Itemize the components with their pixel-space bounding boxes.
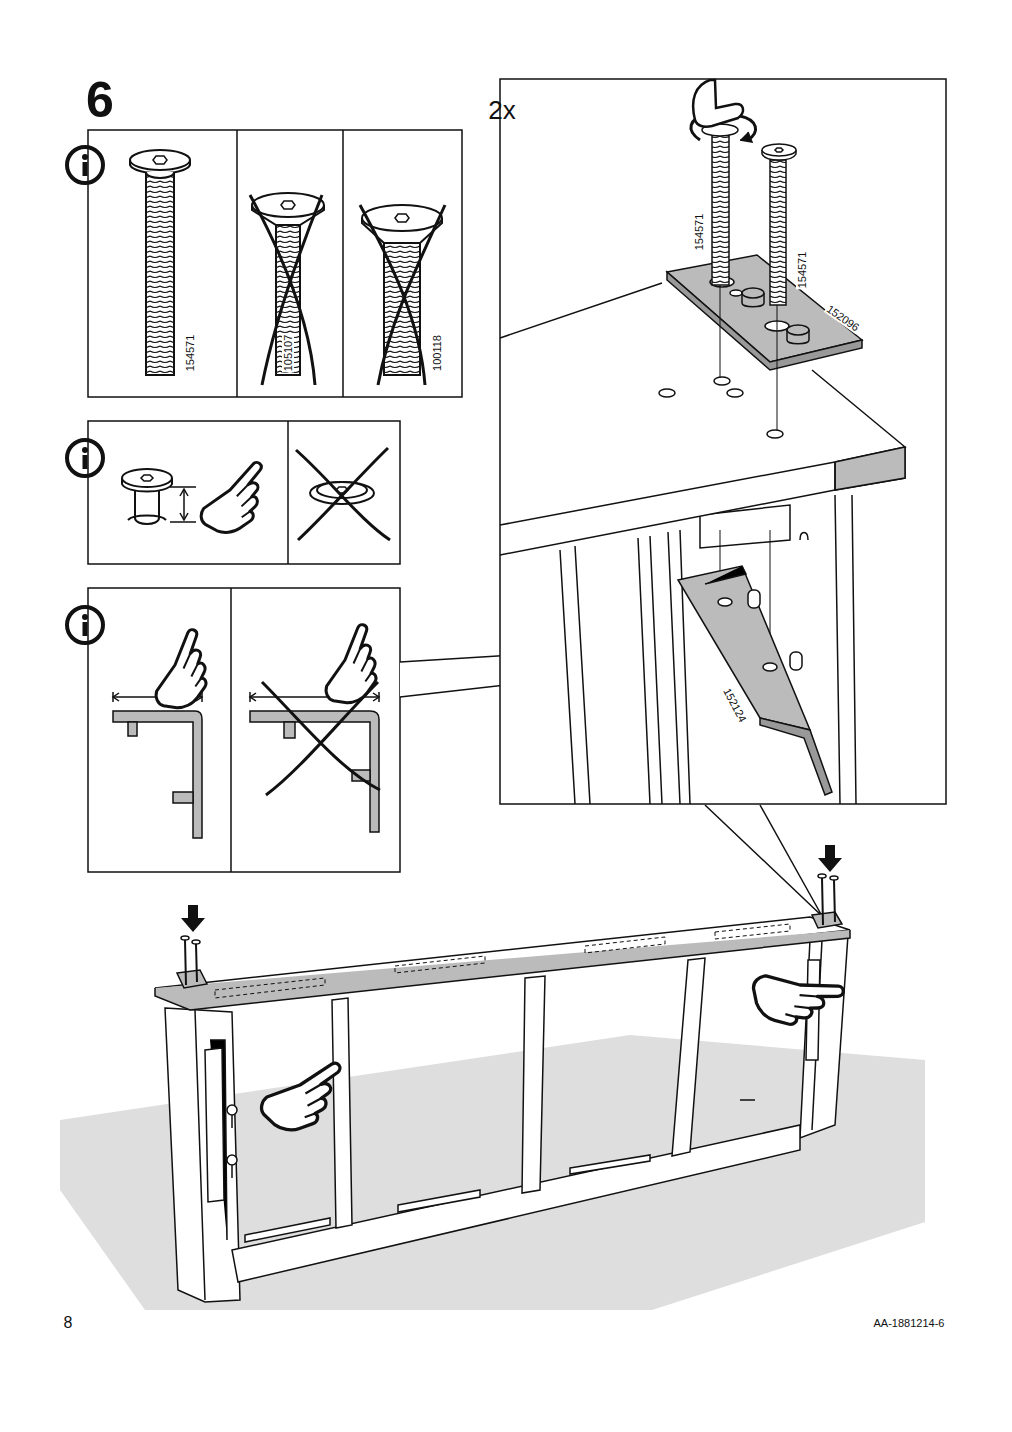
info-icon [67,607,103,643]
screw-head-flush [296,448,390,540]
page-footer: AA-1881214-6 [873,1317,946,1329]
part-cell: 100118 [343,130,462,397]
board-holes [659,377,783,438]
info-icon [67,147,103,183]
info-panel [88,130,462,397]
screw-head-raised [122,469,196,524]
part-number: 152096 [824,302,863,334]
part-number: 100118 [431,334,443,372]
part-number: 105107 [282,334,294,373]
bracket-profile [113,692,202,838]
info-panel [88,421,400,564]
down-arrow [181,905,205,932]
screw-wrong [250,193,324,385]
callout-wedge [705,805,822,916]
part-number: 152124 [721,685,750,725]
screw-wrong [360,205,445,385]
hand-icon [255,1062,355,1139]
part-number: 154571 [184,334,196,373]
page-footer: 8 [63,1314,74,1332]
step-number: 6 [85,73,115,128]
part-number: 154571 [693,213,705,252]
detail-panel [500,79,946,804]
screw-correct [130,150,190,375]
hand-icon [192,461,284,544]
down-arrow [818,845,842,872]
hidden-fittings [215,924,790,998]
hand-icon [693,80,743,127]
part-number: 154571 [796,251,808,290]
hand-icon [145,628,228,720]
sofa-frame [155,917,850,1302]
plates-and-screws [177,874,842,988]
metal-bracket [678,566,832,795]
hand-icon [746,965,844,1036]
hand-icon [315,623,398,715]
info-panel [88,588,400,872]
quantity: 2x [487,96,516,125]
info-icon [67,440,103,476]
bracket-profile-wrong [250,682,380,832]
part-cell: 105107 [237,130,343,397]
frame-detail [500,283,905,804]
part-cell: 154571 [88,130,237,397]
metal-plate [667,255,862,370]
